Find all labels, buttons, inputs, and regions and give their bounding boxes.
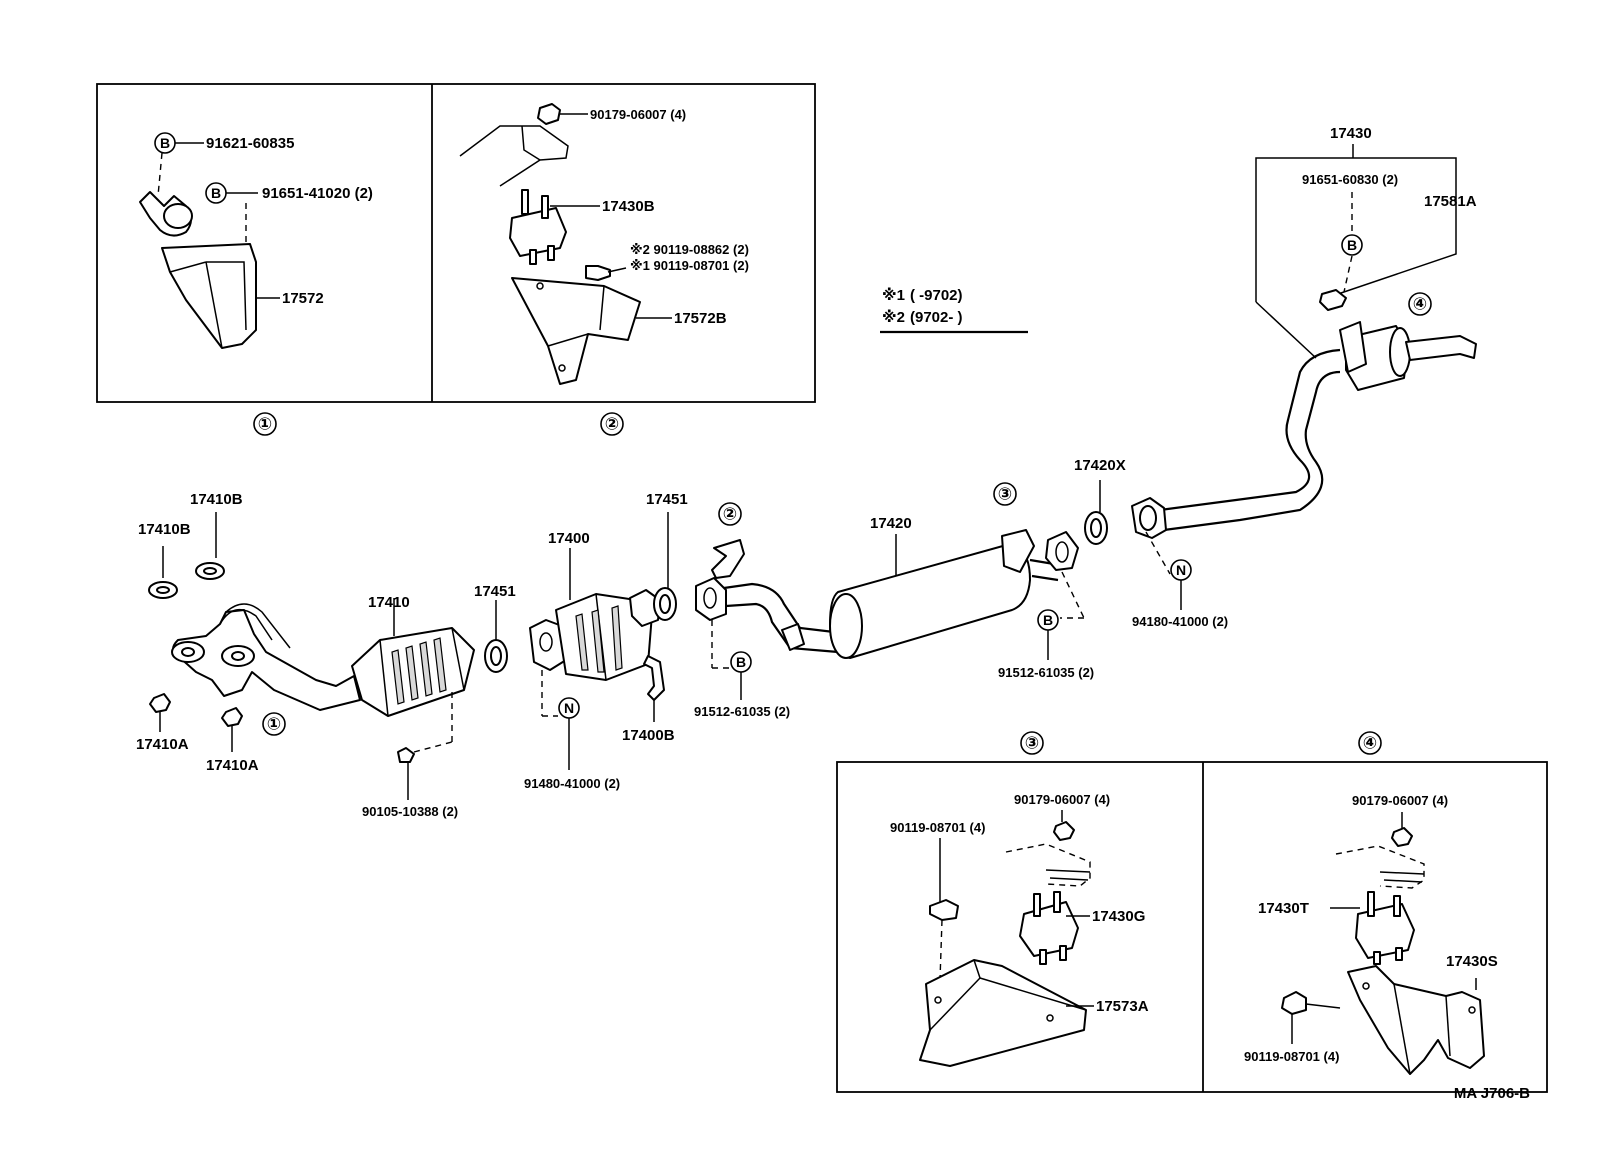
inset-box-3-4 [836,761,1548,1093]
svg-text:①: ① [258,415,272,434]
label-17573a: 17573A [1096,998,1149,1015]
svg-text:B: B [1043,612,1053,628]
label-91512-61035-a: 91512-61035 (2) [694,704,790,719]
manifold-group: 17410B 17410B 17410A 17410A ① 17410 [136,491,516,819]
svg-text:N: N [1176,562,1186,578]
svg-text:②: ② [723,505,737,524]
inset-1-caption: ① [253,412,277,436]
inset-2-drawing: 90179-06007 (4) 17430B ※2 90119-08862 (2… [459,103,749,385]
drawing-number: MA J706-B [1453,1085,1530,1102]
callout-4-main [1408,292,1432,316]
svg-text:( -9702): ( -9702) [910,287,963,304]
label-90119-08701-b: 90119-08701 (4) [890,820,985,835]
inset-4-caption: ④ [1358,731,1382,755]
svg-text:④: ④ [1363,734,1377,753]
inset-3-caption: ③ [1020,731,1044,755]
date-range-legend: ※1 ( -9702) ※2 (9702- ) [880,286,1028,334]
label-17410b-b: 17410B [190,491,243,508]
muffler-17420-group: ② 17420 B 91512-61035 (2) ③ B 91512-6103… [694,457,1228,719]
label-91651-60830: 91651-60830 (2) [1302,172,1398,187]
inset-2-caption: ② [600,412,624,436]
label-17420: 17420 [870,515,912,532]
inset-1-drawing: B 91621-60835 B 91651-41020 (2) 17572 [139,132,373,349]
svg-text:B: B [736,654,746,670]
label-17430g: 17430G [1092,908,1145,925]
svg-text:B: B [160,135,170,151]
label-17430t: 17430T [1258,900,1309,917]
callout-b-3 [1341,234,1363,256]
label-91651-41020: 91651-41020 (2) [262,185,373,202]
inset-box-1-2 [96,83,816,403]
label-17572b: 17572B [674,310,727,327]
callout-1-main [262,712,286,736]
label-17430b: 17430B [602,198,655,215]
converter-17400-group: 17400 N 91480-41000 (2) 17451 17400B [524,491,688,791]
label-17572: 17572 [282,290,324,307]
svg-text:④: ④ [1413,295,1427,314]
label-17410a-b: 17410A [206,757,259,774]
label-17430: 17430 [1330,125,1372,142]
label-17400b: 17400B [622,727,675,744]
label-17451-a: 17451 [474,583,516,600]
label-17410a-a: 17410A [136,736,189,753]
svg-text:N: N [564,700,574,716]
svg-text:①: ① [267,715,281,734]
svg-text:B: B [211,185,221,201]
label-90179-06007-a: 90179-06007 (4) [590,107,686,122]
label-90119-08701-a: ※1 90119-08701 (2) [630,258,749,273]
svg-text:B: B [1347,237,1357,253]
label-91621-60835: 91621-60835 [206,135,294,152]
label-90105-10388: 90105-10388 (2) [362,804,458,819]
svg-text:※2: ※2 [882,308,905,326]
label-90179-06007-b: 90179-06007 (4) [1014,792,1110,807]
inset-3-drawing: 90179-06007 (4) 90119-08701 (4) 17430G 1… [890,792,1149,1067]
label-91480-41000: 91480-41000 (2) [524,776,620,791]
label-17410: 17410 [368,594,410,611]
inset-4-drawing: 90179-06007 (4) 17430T 17430S 90119-0870… [1244,793,1498,1075]
svg-text:③: ③ [1025,734,1039,753]
label-17581a: 17581A [1424,193,1477,210]
tail-pipe-group: 17430 91651-60830 (2) 17581A B ④ [1131,125,1477,539]
callout-3-main [993,482,1017,506]
label-90119-08862: ※2 90119-08862 (2) [630,242,749,257]
label-90119-08701-c: 90119-08701 (4) [1244,1049,1339,1064]
label-91512-61035-b: 91512-61035 (2) [998,665,1094,680]
label-90179-06007-c: 90179-06007 (4) [1352,793,1448,808]
svg-text:③: ③ [998,485,1012,504]
label-17430s: 17430S [1446,953,1498,970]
label-17410b-a: 17410B [138,521,191,538]
svg-text:※1: ※1 [882,286,905,304]
label-17451-b: 17451 [646,491,688,508]
svg-text:(9702- ): (9702- ) [910,309,963,326]
label-17400: 17400 [548,530,590,547]
svg-text:②: ② [605,415,619,434]
callout-2-main [718,502,742,526]
label-17420x: 17420X [1074,457,1126,474]
label-94180-41000: 94180-41000 (2) [1132,614,1228,629]
